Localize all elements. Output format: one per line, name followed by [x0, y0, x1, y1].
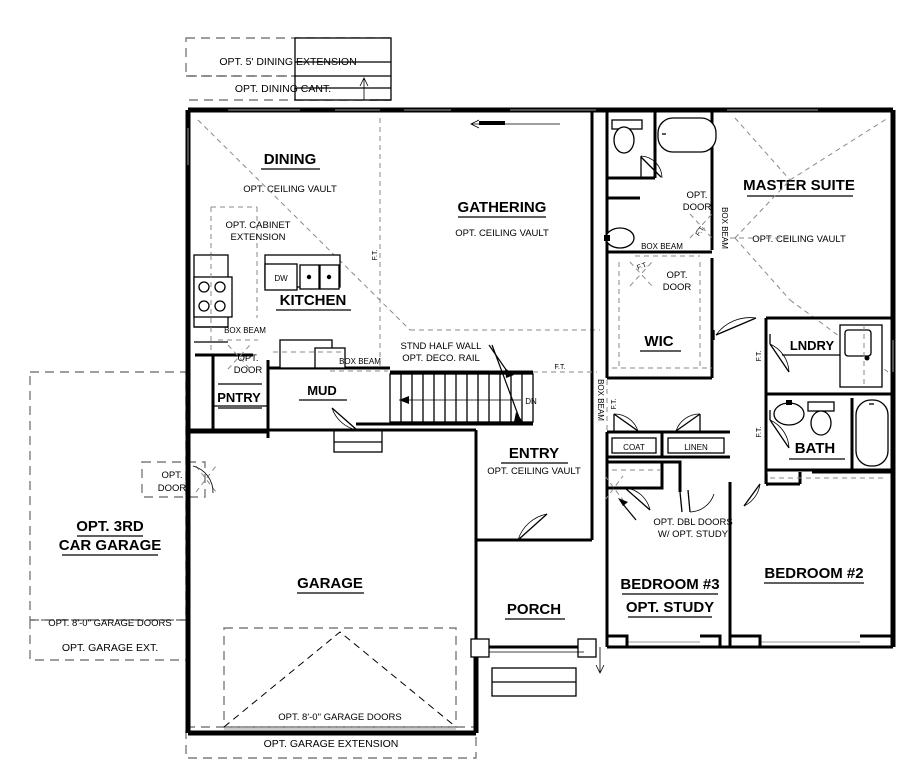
opt-deco-rail-label: OPT. DECO. RAIL — [402, 353, 480, 364]
coat-linen-closets: COAT LINEN — [607, 413, 730, 513]
ceiling-vault-lines: F.T. — [197, 118, 600, 368]
ft-label-stairs: F.T. — [555, 364, 566, 371]
opt-3rd-car-garage-region — [29, 371, 187, 661]
cabinet-ext-line1: OPT. CABINET — [226, 220, 291, 231]
room-label-dining: DINING — [264, 151, 317, 168]
room-lndry: LNDRY F.T. — [756, 316, 893, 396]
bedroom-doors — [687, 474, 768, 513]
master-hall-door — [713, 317, 757, 340]
room-label-pntry: PNTRY — [217, 390, 261, 405]
master-suite-note: OPT. CEILING VAULT — [752, 234, 846, 245]
opt-door-master-l1: OPT. — [686, 190, 707, 201]
room-gathering: GATHERING OPT. CEILING VAULT — [455, 199, 549, 239]
room-label-wic: WIC — [644, 333, 673, 350]
room-label-entry: ENTRY — [509, 445, 559, 462]
opt-door-garage-l2: DOOR — [158, 483, 187, 494]
cabinet-ext-line2: EXTENSION — [231, 232, 286, 243]
room-label-bedroom3-alt: OPT. STUDY — [626, 599, 714, 616]
room-label-mud: MUD — [307, 383, 337, 398]
box-beam-label-master: BOX BEAM — [641, 242, 683, 251]
room-label-bedroom3: BEDROOM #3 — [620, 576, 719, 593]
kitchen-island: DW — [264, 254, 341, 291]
opt-3rd-car-garage-label: OPT. 3RD CAR GARAGE OPT. 8'-0" GARAGE DO… — [48, 465, 217, 654]
ft-label-lndry: F.T. — [756, 351, 763, 362]
room-label-garage: GARAGE — [297, 575, 363, 592]
opt-dining-extension-label: OPT. 5' DINING EXTENSION — [219, 56, 356, 68]
opt-door-pntry-l1: OPT. — [237, 353, 258, 364]
room-label-master-suite: MASTER SUITE — [743, 177, 855, 194]
entry-note: OPT. CEILING VAULT — [487, 466, 581, 477]
room-wic: WIC OPT. DOOR F.T. — [605, 258, 714, 380]
stnd-half-wall-label: STND HALF WALL — [401, 341, 482, 352]
room-label-kitchen: KITCHEN — [280, 292, 347, 309]
stairs: DN — [389, 370, 537, 426]
stairs-down-label: DN — [525, 397, 537, 406]
box-beam-vert-hall: BOX BEAM — [596, 379, 605, 421]
bedroom-windows — [607, 634, 893, 648]
kitchen-left-counter — [193, 254, 233, 355]
opt-8-garage-doors-left: OPT. 8'-0" GARAGE DOORS — [48, 618, 171, 629]
gathering-note: OPT. CEILING VAULT — [455, 228, 549, 239]
dishwasher-label: DW — [274, 274, 288, 283]
ft-label-hall: F.T. — [611, 399, 618, 410]
opt-door-garage-l1: OPT. — [161, 470, 182, 481]
box-beam-label-mud: BOX BEAM — [339, 357, 381, 366]
opt-dining-cant-label: OPT. DINING CANT. — [235, 83, 331, 95]
room-dining: DINING OPT. CEILING VAULT — [243, 151, 337, 195]
ft-label-dining: F.T. — [372, 250, 379, 261]
room-label-lndry: LNDRY — [790, 338, 835, 353]
opt-garage-extension-region — [185, 726, 477, 759]
opt-8-garage-doors-bottom: OPT. 8'-0" GARAGE DOORS — [278, 712, 401, 723]
opt-door-wic-l1: OPT. — [666, 270, 687, 281]
box-beam-label-pntry: BOX BEAM — [224, 326, 266, 335]
room-label-bath: BATH — [795, 440, 836, 457]
room-pntry: PNTRY BOX BEAM OPT. DOOR — [188, 326, 270, 432]
room-garage: GARAGE — [224, 430, 478, 730]
room-master-suite: MASTER SUITE OPT. CEILING VAULT — [730, 117, 889, 373]
opt-garage-l1: OPT. 3RD — [76, 518, 144, 535]
box-beam-vert-master: BOX BEAM — [720, 207, 729, 249]
linen-label: LINEN — [684, 443, 708, 452]
opt-door-wic-l2: DOOR — [663, 282, 692, 293]
room-mud: MUD BOX BEAM — [268, 339, 390, 453]
dining-bay-detail — [294, 37, 392, 101]
windows — [187, 109, 894, 372]
ft-label-wic: F.T. — [636, 261, 649, 271]
room-bedroom3: BEDROOM #3 OPT. STUDY — [620, 576, 720, 618]
ft-label-bath: F.T. — [756, 427, 763, 438]
opt-door-master-l2: DOOR — [683, 202, 712, 213]
dining-note: OPT. CEILING VAULT — [243, 184, 337, 195]
room-label-gathering: GATHERING — [458, 199, 547, 216]
coat-label: COAT — [623, 443, 645, 452]
opt-garage-doors-dashed — [223, 627, 457, 728]
opt-door-garage-region — [141, 461, 206, 498]
opt-dbl-doors-l1: OPT. DBL DOORS — [653, 517, 732, 528]
opt-garage-extension-bottom: OPT. GARAGE EXTENSION — [264, 738, 399, 750]
room-bath: BATH F.T. — [756, 394, 893, 472]
room-label-bedroom2: BEDROOM #2 — [764, 565, 863, 582]
opt-dbl-doors-annotation: OPT. DBL DOORS W/ OPT. STUDY — [604, 475, 733, 540]
stnd-half-wall-annotation: STND HALF WALL OPT. DECO. RAIL — [401, 341, 523, 422]
room-label-porch: PORCH — [507, 601, 561, 618]
opt-garage-l2: CAR GARAGE — [59, 537, 162, 554]
opt-door-pntry-l2: DOOR — [234, 365, 263, 376]
opt-garage-ext-left: OPT. GARAGE EXT. — [62, 642, 158, 654]
opt-dbl-doors-l2: W/ OPT. STUDY — [658, 529, 729, 540]
room-porch: PORCH — [470, 540, 605, 697]
master-bath: BOX BEAM OPT. DOOR F.T. BOX BEAM — [604, 112, 729, 320]
room-bedroom2: BEDROOM #2 — [764, 565, 864, 584]
